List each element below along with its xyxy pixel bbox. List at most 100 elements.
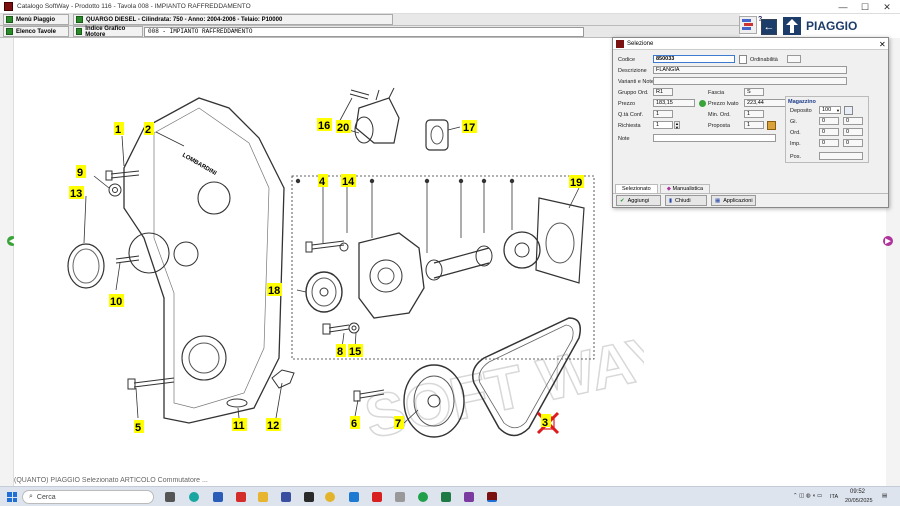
gruppo-label: Gruppo Ord. [618,90,649,96]
note-field[interactable] [653,134,776,142]
taskbar-search[interactable]: ⌕Cerca [22,490,154,504]
part-label-11[interactable]: 11 [233,420,245,432]
clock-date[interactable]: 20/05/2025 [845,498,873,504]
fascia-label: Fascia [708,90,725,96]
part-label-3[interactable]: 3 [542,417,548,429]
part-label-6[interactable]: 6 [351,418,357,430]
piaggio-logo: PIAGGIO [782,15,886,37]
edge-icon[interactable] [189,492,199,502]
ord-label: Ord. [790,130,801,136]
prezzo-field: 183,15 [653,99,695,107]
part-label-4[interactable]: 4 [319,176,326,188]
part-label-12[interactable]: 12 [267,420,279,432]
descrizione-field: FLANGIA [653,66,847,74]
maximize-button[interactable]: ☐ [860,1,870,12]
part-label-9[interactable]: 9 [77,167,83,179]
deposito-select[interactable]: 100▼ [819,106,841,114]
gruppo-field: R1 [653,88,673,96]
menu-piaggio-button[interactable]: Menù Piaggio [3,14,69,25]
windows-taskbar: ⌕Cerca ⌃ ◫ ◍ ◖ ▭ ITA 09:52 20/05/2025 ▤ [0,486,900,506]
pdf-icon[interactable] [236,492,246,502]
document-icon[interactable] [739,55,747,64]
part-label-10[interactable]: 10 [110,296,122,308]
close-window-button[interactable]: ✕ [883,1,891,12]
filter-icon[interactable] [739,16,757,34]
part-labels: 1 2 3 4 5 6 7 8 9 10 11 12 13 14 15 16 1… [69,118,584,434]
green-square-icon [6,16,13,23]
app-icon-2[interactable] [304,492,314,502]
notification-icon[interactable]: ▤ [882,493,888,499]
cart-icon[interactable] [767,121,776,130]
indice-grafico-button[interactable]: Indice Grafico Motore [73,26,143,38]
part-label-1[interactable]: 1 [115,124,121,136]
codice-field[interactable]: 850033 [653,55,735,63]
youtube-icon[interactable] [372,492,382,502]
proposta-field: 1 [744,121,764,129]
part-label-18[interactable]: 18 [268,285,280,297]
min-ord-label: Min. Ord. [708,112,731,118]
timing-cover [123,97,285,424]
deposito-label: Deposito [790,108,812,114]
part-label-14[interactable]: 14 [342,176,355,188]
minimize-button[interactable]: — [838,2,848,12]
check-icon: ✔ [620,197,625,204]
min-ord-field: 1 [744,110,764,118]
tab-selezionato[interactable]: Selezionato [615,184,658,193]
dialog-close-icon[interactable]: ✕ [879,40,886,49]
clock-time[interactable]: 09:52 [850,489,866,495]
softway-taskbar-icon[interactable] [487,492,497,502]
search-icon: ⌕ [29,493,33,500]
part-label-17[interactable]: 17 [463,122,475,134]
stock-chart-icon[interactable] [844,106,853,115]
app-icon-3[interactable] [395,492,405,502]
background-table-strip: (QUANTO) PIAGGIO Selezionato ARTICOLO Co… [14,477,208,484]
app-icon-4[interactable] [464,492,474,502]
ordinabilita-field [787,55,801,63]
part-label-16[interactable]: 16 [318,120,330,132]
folder-icon[interactable] [258,492,268,502]
richiesta-field[interactable]: 1 [653,121,673,129]
part-label-20[interactable]: 20 [337,122,349,134]
whatsapp-icon[interactable] [418,492,428,502]
language-indicator[interactable]: ITA [830,494,839,500]
pos-label: Pos. [790,154,802,160]
richiesta-label: Richiesta [618,123,641,129]
task-view-icon[interactable] [165,492,175,502]
descrizione-label: Descrizione [618,68,647,74]
applicazioni-button[interactable]: ▦Applicazioni [711,195,756,206]
part-label-13[interactable]: 13 [70,188,82,200]
mail-icon[interactable] [349,492,359,502]
part-label-19[interactable]: 19 [570,177,582,189]
watermark: SOFT WAY [359,322,644,452]
pos-field [819,152,863,160]
exploded-view-drawing[interactable]: SOFT WAY LOMBARDINI [14,38,675,486]
part-label-8[interactable]: 8 [337,346,343,358]
product-button[interactable]: QUARGO DIESEL - Cilindrata: 750 - Anno: … [73,14,393,25]
part-label-15[interactable]: 15 [349,346,361,358]
book-icon: ◆ [666,186,671,192]
word-icon[interactable] [213,492,223,502]
next-table-icon[interactable]: ▶ [883,236,893,246]
help-icon[interactable]: ? [758,16,766,24]
current-table-field: 008 - IMPIANTO RAFFREDDAMENTO [144,26,584,37]
part-label-7[interactable]: 7 [395,418,401,430]
excel-icon[interactable] [441,492,451,502]
part-label-5[interactable]: 5 [135,422,141,434]
elenco-tavole-button[interactable]: Elenco Tavole [3,26,69,37]
back-arrow-icon[interactable]: ← [761,19,777,35]
app-icon-1[interactable] [281,492,291,502]
door-icon: ▮ [669,197,673,204]
tray-icons[interactable]: ⌃ ◫ ◍ ◖ ▭ [793,493,823,499]
aggiungi-button[interactable]: ✔Aggiungi [616,195,661,206]
start-icon[interactable] [7,492,17,502]
chiudi-button[interactable]: ▮Chiudi [665,195,707,206]
tab-manualistica[interactable]: ◆ Manualistica [659,184,711,193]
window-title: Catalogo SoftWay - Prodotto 116 - Tavola… [17,3,251,10]
right-panel [886,38,900,486]
gi-label: Gi. [790,119,798,125]
prev-table-icon[interactable]: ◀ [7,236,17,246]
richiesta-stepper[interactable]: ▲▼ [674,121,680,130]
chrome-icon[interactable] [325,492,335,502]
varianti-label: Varianti e Note [618,79,654,85]
part-label-2[interactable]: 2 [145,124,151,136]
